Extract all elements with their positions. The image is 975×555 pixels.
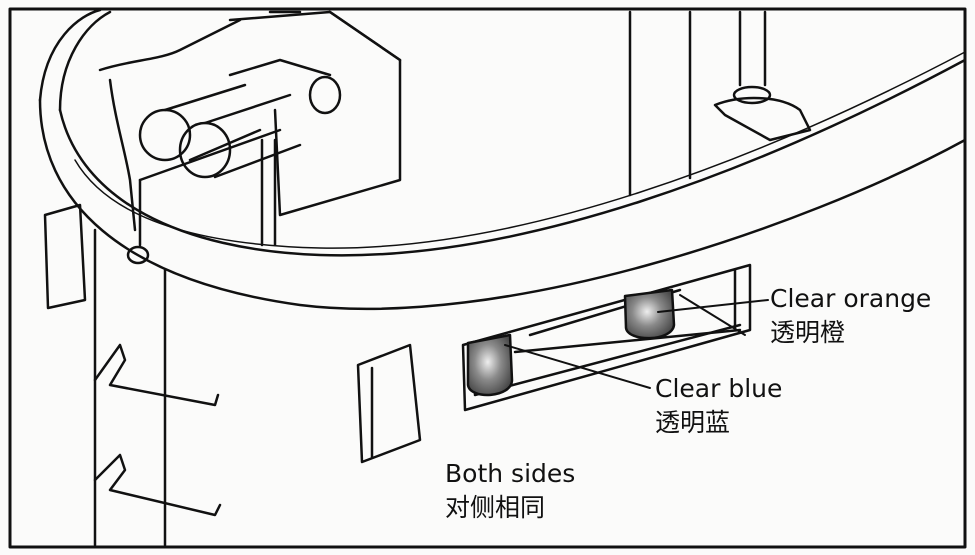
frame-border	[8, 7, 967, 549]
label-both-sides-zh: 对侧相同	[445, 493, 546, 522]
deck-equipment	[98, 10, 402, 265]
leader-line-orange	[657, 299, 769, 313]
ladder	[93, 343, 222, 517]
hull	[38, 8, 967, 547]
label-clear-orange: Clear orange	[770, 284, 932, 313]
label-both-sides: Both sides	[445, 459, 576, 488]
label-clear-orange-zh: 透明橙	[770, 318, 846, 347]
clear-blue-lamp	[466, 333, 514, 397]
leader-line-blue	[504, 344, 651, 389]
side-plate	[356, 343, 422, 464]
leader-line-orange-diag	[679, 294, 746, 336]
clear-orange-lamp	[623, 288, 676, 340]
side-plate	[43, 203, 87, 310]
label-clear-blue: Clear blue	[655, 374, 783, 403]
label-clear-blue-zh: 透明蓝	[655, 408, 731, 437]
mast	[713, 10, 812, 142]
